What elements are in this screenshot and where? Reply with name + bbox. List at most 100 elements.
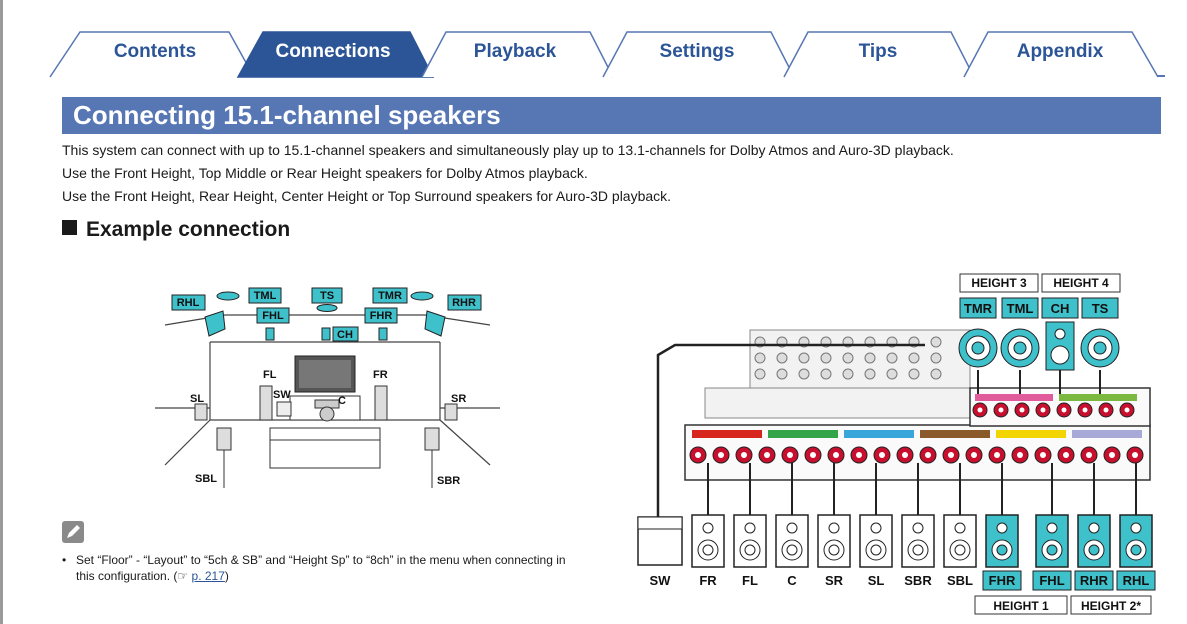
terminal-color-band	[844, 430, 914, 438]
terminal-post	[764, 452, 770, 458]
speaker-label: SR	[825, 573, 844, 588]
panel-jack	[798, 352, 810, 364]
top-speaker-label: TS	[1092, 301, 1109, 316]
top-speaker-label-box	[1001, 297, 1039, 319]
speaker-dust-cap	[954, 544, 966, 556]
panel-jack	[930, 352, 942, 364]
terminal-post	[1063, 452, 1069, 458]
panel-jack	[754, 368, 766, 380]
panel-jack	[864, 368, 876, 380]
terminal-post	[810, 452, 816, 458]
label-height-2: HEIGHT 2*	[1081, 599, 1141, 613]
pencil-icon	[62, 521, 84, 543]
label-tml: TML	[254, 290, 277, 302]
label-ts: TS	[320, 290, 334, 302]
speaker-tweeter	[786, 522, 798, 534]
top-speaker-label-box	[1081, 297, 1119, 319]
tab-playback[interactable]: Playback	[473, 41, 557, 62]
terminal-post	[977, 407, 983, 413]
terminal-post	[1103, 407, 1109, 413]
panel-jack	[776, 368, 788, 380]
speaker-label: FHL	[1039, 573, 1064, 588]
terminal-post	[925, 452, 931, 458]
tab-connections[interactable]: Connections	[275, 41, 391, 62]
intro-line-3: Use the Front Height, Rear Height, Cente…	[62, 188, 672, 204]
label-fhr: FHR	[370, 310, 393, 322]
panel-jack	[754, 352, 766, 364]
terminal-post	[1109, 452, 1115, 458]
speaker-tweeter	[870, 522, 882, 534]
panel-jack	[842, 352, 854, 364]
speaker-dust-cap	[744, 544, 756, 556]
terminal-post	[1082, 407, 1088, 413]
speaker-tweeter	[702, 522, 714, 534]
top-speaker-label-box	[959, 297, 997, 319]
speaker-tweeter	[996, 522, 1008, 534]
intro-line-1: This system can connect with up to 15.1-…	[62, 142, 954, 158]
panel-jack	[886, 368, 898, 380]
tab-settings[interactable]: Settings	[659, 41, 735, 62]
terminal-post	[879, 452, 885, 458]
terminal-post	[1040, 452, 1046, 458]
section-heading-text: Example connection	[86, 218, 291, 241]
speaker-tweeter	[912, 522, 924, 534]
speaker-label-box	[1074, 570, 1114, 591]
terminal-post	[1124, 407, 1130, 413]
label-sw: SW	[273, 389, 291, 401]
speaker-center	[971, 341, 985, 355]
terminal-color-band	[692, 430, 762, 438]
terminal-post	[1019, 407, 1025, 413]
panel-jack	[864, 352, 876, 364]
terminal-post	[971, 452, 977, 458]
panel-jack	[930, 368, 942, 380]
panel-jack	[820, 368, 832, 380]
speaker-label: SBR	[904, 573, 932, 588]
terminal-post	[1061, 407, 1067, 413]
tab-appendix[interactable]: Appendix	[1016, 41, 1104, 62]
tab-tips[interactable]: Tips	[858, 41, 898, 62]
terminal-color-band	[920, 430, 990, 438]
label-rhr: RHR	[452, 297, 476, 309]
speaker-dust-cap	[702, 544, 714, 556]
page-title: Connecting 15.1-channel speakers	[73, 100, 501, 130]
top-speaker-label: CH	[1051, 301, 1070, 316]
speaker-woofer	[1050, 345, 1070, 365]
speaker-center	[1093, 341, 1107, 355]
speaker-dust-cap	[786, 544, 798, 556]
speaker-label: C	[787, 573, 797, 588]
label-sbl: SBL	[195, 473, 217, 485]
terminal-post	[718, 452, 724, 458]
height-terminal-color-band	[1059, 394, 1137, 401]
speaker-label-box	[1116, 570, 1156, 591]
speaker-label-box	[982, 570, 1022, 591]
top-speaker-label: TMR	[964, 301, 993, 316]
panel-jack	[776, 352, 788, 364]
label-height-4: HEIGHT 4	[1053, 276, 1109, 290]
terminal-post	[994, 452, 1000, 458]
label-sl: SL	[190, 393, 204, 405]
speaker-center	[1013, 341, 1027, 355]
panel-jack	[842, 368, 854, 380]
label-rhl: RHL	[177, 297, 200, 309]
section-heading: Example connection	[62, 218, 290, 242]
page-edge	[0, 0, 3, 624]
terminal-post	[1017, 452, 1023, 458]
panel-jack	[798, 368, 810, 380]
terminal-color-band	[1072, 430, 1142, 438]
terminal-post	[695, 452, 701, 458]
height-terminal-color-band	[975, 394, 1053, 401]
speaker-dust-cap	[828, 544, 840, 556]
tab-contents[interactable]: Contents	[113, 41, 197, 62]
speaker-label: SW	[650, 573, 672, 588]
terminal-post	[1132, 452, 1138, 458]
speaker-label: FHR	[989, 573, 1016, 588]
speaker-tweeter	[1088, 522, 1100, 534]
page-ref-link[interactable]: p. 217	[191, 569, 225, 583]
speaker-tweeter	[1054, 328, 1066, 340]
terminal-post	[998, 407, 1004, 413]
speaker-dust-cap	[1046, 544, 1058, 556]
label-c: C	[338, 395, 346, 407]
speaker-dust-cap	[870, 544, 882, 556]
speaker-label: SL	[868, 573, 885, 588]
terminal-color-band	[996, 430, 1066, 438]
